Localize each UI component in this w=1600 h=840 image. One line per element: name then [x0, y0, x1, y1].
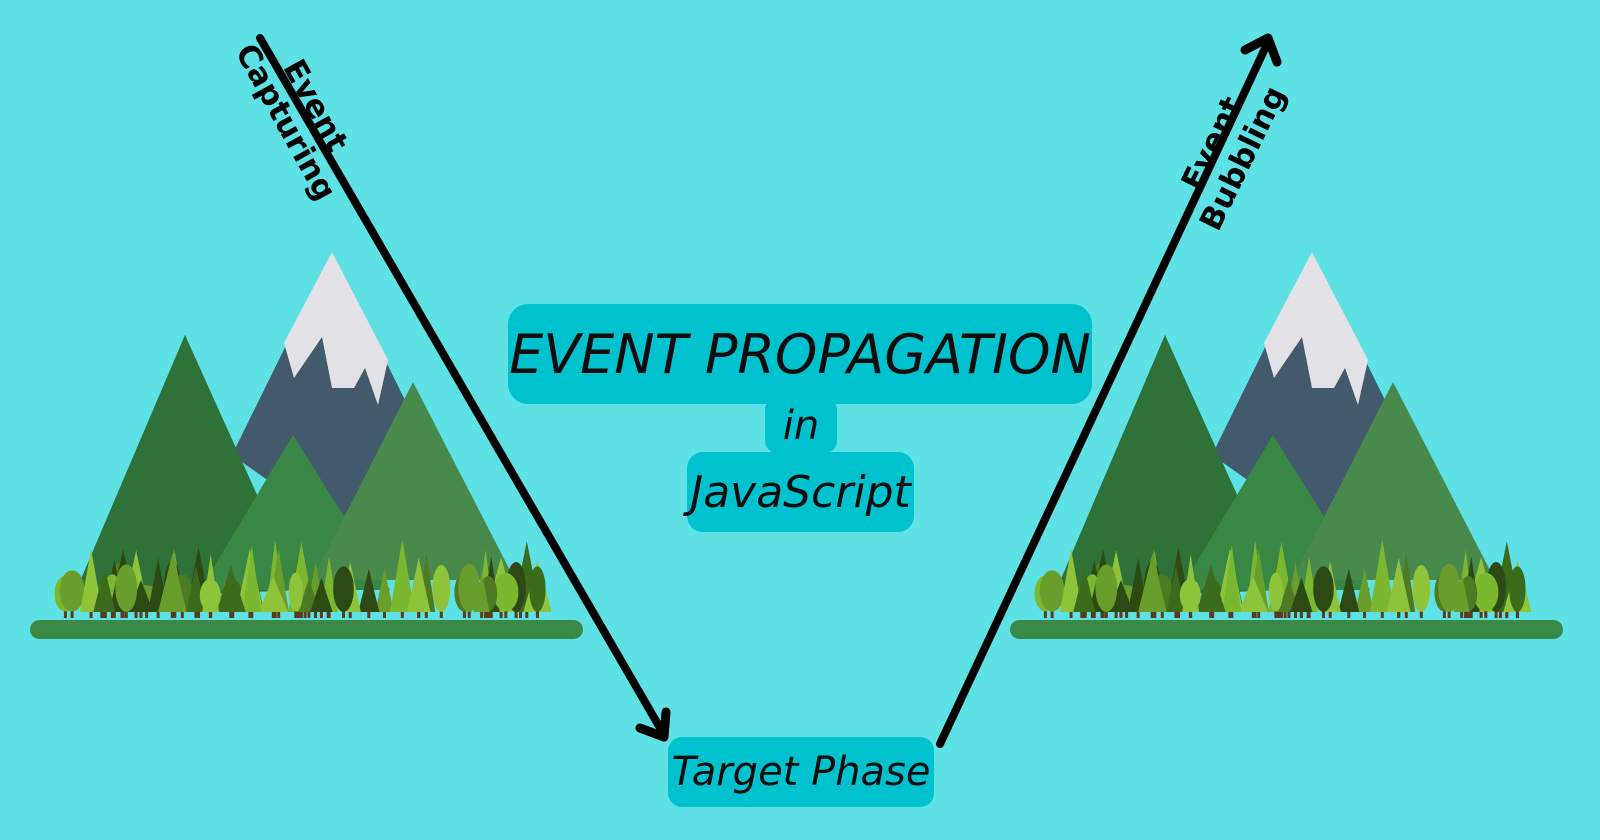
target-phase-pill: Target Phase	[668, 737, 934, 807]
target-phase-text: Target Phase	[671, 749, 931, 795]
capturing-arrow	[256, 34, 671, 742]
connector-pill: in	[765, 398, 837, 453]
title-pill: EVENT PROPAGATION	[508, 304, 1092, 404]
page-title: EVENT PROPAGATION	[509, 322, 1091, 386]
connector-text: in	[782, 402, 820, 449]
right-mountain-forest-icon	[1010, 252, 1563, 639]
language-pill: JavaScript	[687, 452, 914, 532]
bubbling-arrow	[936, 33, 1282, 748]
language-text: JavaScript	[690, 466, 911, 518]
